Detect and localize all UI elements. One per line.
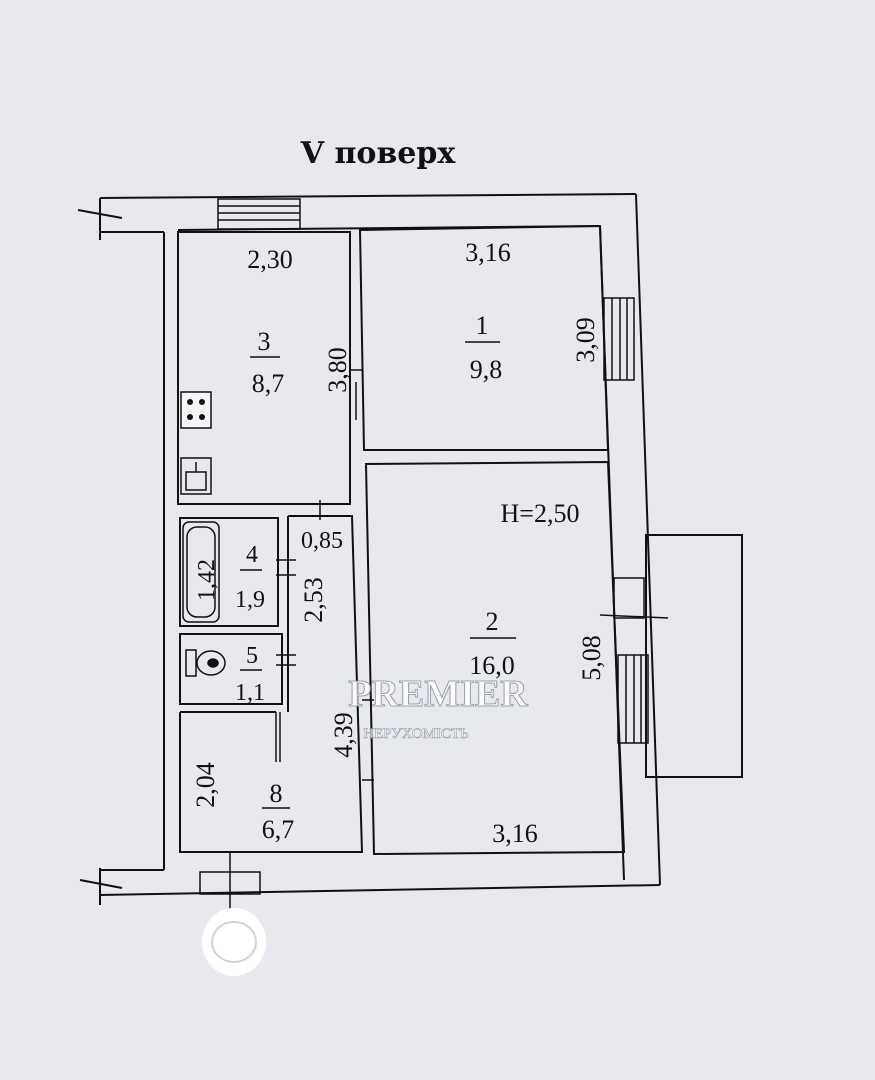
room-3-height: 3,80 [323,347,352,393]
room-number: 1 [476,311,489,340]
balcony-door-mark [599,614,669,619]
room-area: 9,8 [470,355,503,384]
toilet-icon [185,649,226,677]
room-2-width: 3,16 [492,819,538,848]
room-1-label: 1 9,8 [465,311,502,384]
room-5-label: 5 1,1 [235,643,265,706]
room-number: 4 [246,542,258,568]
room-number: 8 [270,779,283,808]
watermark-logo: PREMIER НЕРУХОМІСТЬ [348,673,529,743]
floor-title: V поверх [300,136,457,171]
watermark-subtitle: НЕРУХОМІСТЬ [363,726,469,742]
room-8-label: 8 6,7 [262,779,295,844]
room-3-width: 2,30 [247,245,293,274]
stove-icon [180,391,212,429]
room-8-height: 4,39 [329,712,358,758]
room-number: 5 [246,643,258,669]
corridor-length: 2,53 [299,577,328,623]
room-outlines [177,224,626,856]
room-area: 6,7 [262,815,295,844]
window-room-1 [603,297,635,381]
room-number: 2 [486,607,499,636]
room-area: 1,9 [235,587,265,613]
room-3-label: 3 8,7 [250,327,284,398]
room-area: 8,7 [252,369,285,398]
room-4-width: 1,42 [194,559,220,601]
door-marks [275,369,374,781]
corridor-width: 0,85 [301,528,343,554]
window-top [217,198,301,230]
watermark-brand: PREMIER [348,673,528,715]
window-room-2 [613,577,649,744]
room-2-label: 2 16,0 [469,607,516,680]
sink-icon [180,457,212,495]
ceiling-height: H=2,50 [501,499,580,528]
room-2-height: 5,08 [577,635,606,681]
entrance-door [199,852,261,915]
room-4-label: 4 1,9 [235,542,265,613]
room-area: 1,1 [235,680,265,706]
room-8-width: 2,04 [191,762,220,808]
bathtub-icon [182,521,220,623]
room-area: 16,0 [469,651,515,680]
paper-sticker [202,908,266,976]
room-number: 3 [258,327,271,356]
exterior-walls [77,193,661,905]
room-1-width: 3,16 [465,238,511,267]
room-1-height: 3,09 [571,317,600,363]
balcony [645,534,743,778]
